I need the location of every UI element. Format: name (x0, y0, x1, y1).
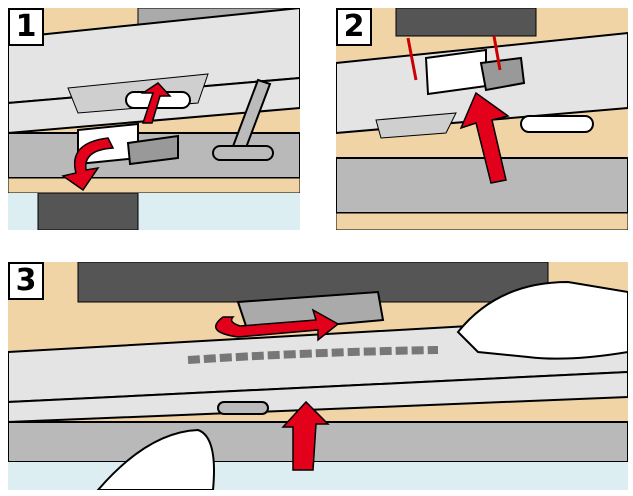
step-1-panel: 1 (8, 8, 300, 230)
step-number: 3 (8, 262, 44, 300)
curved-arrow-icon (61, 137, 115, 192)
up-arrow-icon (459, 91, 510, 184)
step-2-panel: 2 (336, 8, 628, 230)
step-2-illustration (336, 8, 628, 230)
step-number: 2 (336, 8, 372, 46)
step-3-illustration (8, 262, 628, 490)
curved-arrow-icon (215, 308, 340, 342)
hand-illustration (96, 428, 215, 490)
step-3-panel: 3 (8, 262, 628, 490)
hand-illustration (456, 280, 628, 360)
step-number: 1 (8, 8, 44, 46)
step-1-illustration (8, 8, 300, 230)
up-arrow-icon (140, 82, 172, 124)
up-arrow-icon (281, 400, 330, 471)
